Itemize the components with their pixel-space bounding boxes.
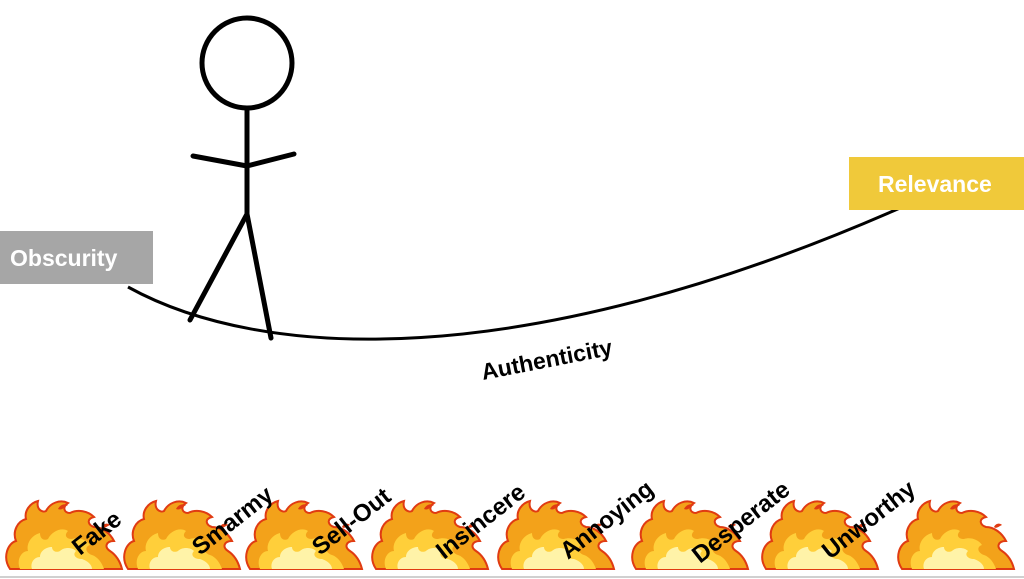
- flame-icon: [897, 500, 1015, 570]
- stick-figure-icon: [187, 15, 297, 341]
- obscurity-label-text: Obscurity: [10, 245, 118, 271]
- relevance-label: Relevance: [849, 157, 1024, 210]
- authenticity-label: Authenticity: [479, 334, 615, 385]
- obscurity-label: Obscurity: [0, 231, 153, 284]
- tightrope-line: [127, 206, 901, 341]
- relevance-label-text: Relevance: [878, 171, 992, 197]
